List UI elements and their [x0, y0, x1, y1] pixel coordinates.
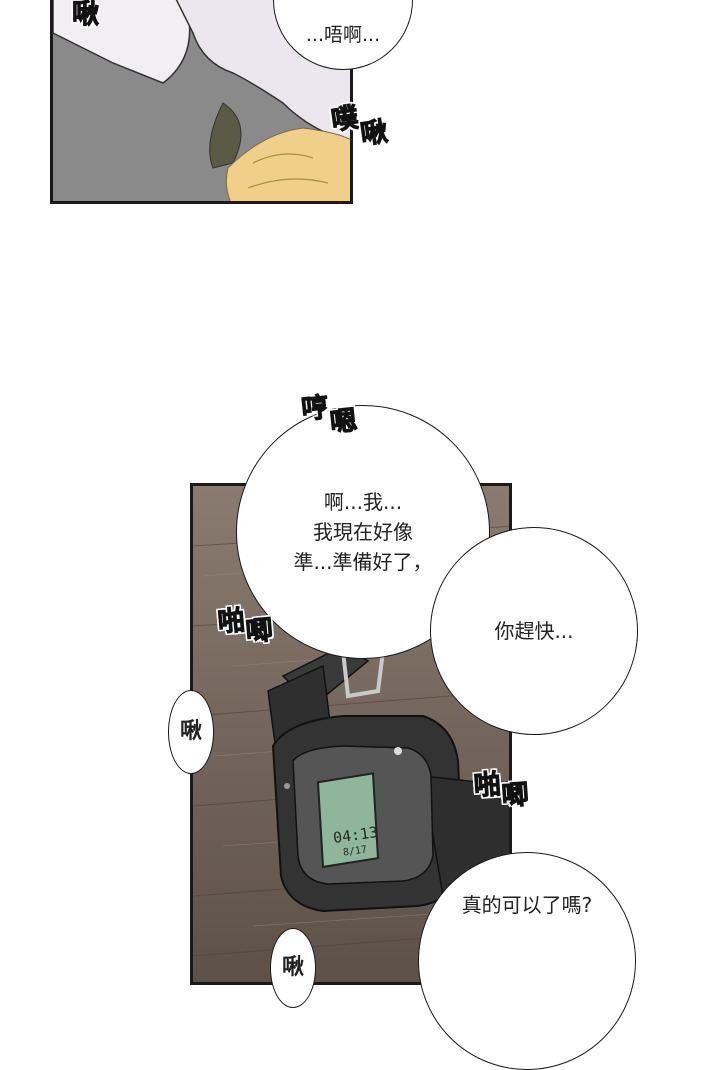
sfx-kiss-bubble-left: 啾: [168, 690, 214, 774]
speech-bubble-main-line-3: 準...準備好了，: [293, 550, 433, 574]
speech-bubble-main-line-2: 我現在好像: [313, 520, 413, 544]
speech-bubble-side-text: 你趕快...: [494, 619, 574, 643]
sfx-hmm: 哼嗯: [300, 392, 360, 440]
speech-bubble-top-text: ...唔啊...: [305, 24, 381, 46]
sfx-slap-right: 啪唧: [472, 769, 530, 813]
speech-bubble-bottom: 真的可以了嗎?: [418, 852, 636, 1070]
speech-bubble-bottom-text: 真的可以了嗎?: [461, 893, 593, 917]
sfx-kiss-top-left: 啾: [72, 0, 100, 31]
sfx-slap-left: 啪唧: [216, 605, 275, 649]
sfx-kiss-bubble-bottom: 啾: [270, 928, 316, 1008]
speech-bubble-side: 你趕快...: [430, 527, 638, 735]
sfx-puff-kiss: 噗啾: [329, 102, 390, 152]
speech-bubble-main-line-1: 啊...我...: [323, 490, 403, 514]
